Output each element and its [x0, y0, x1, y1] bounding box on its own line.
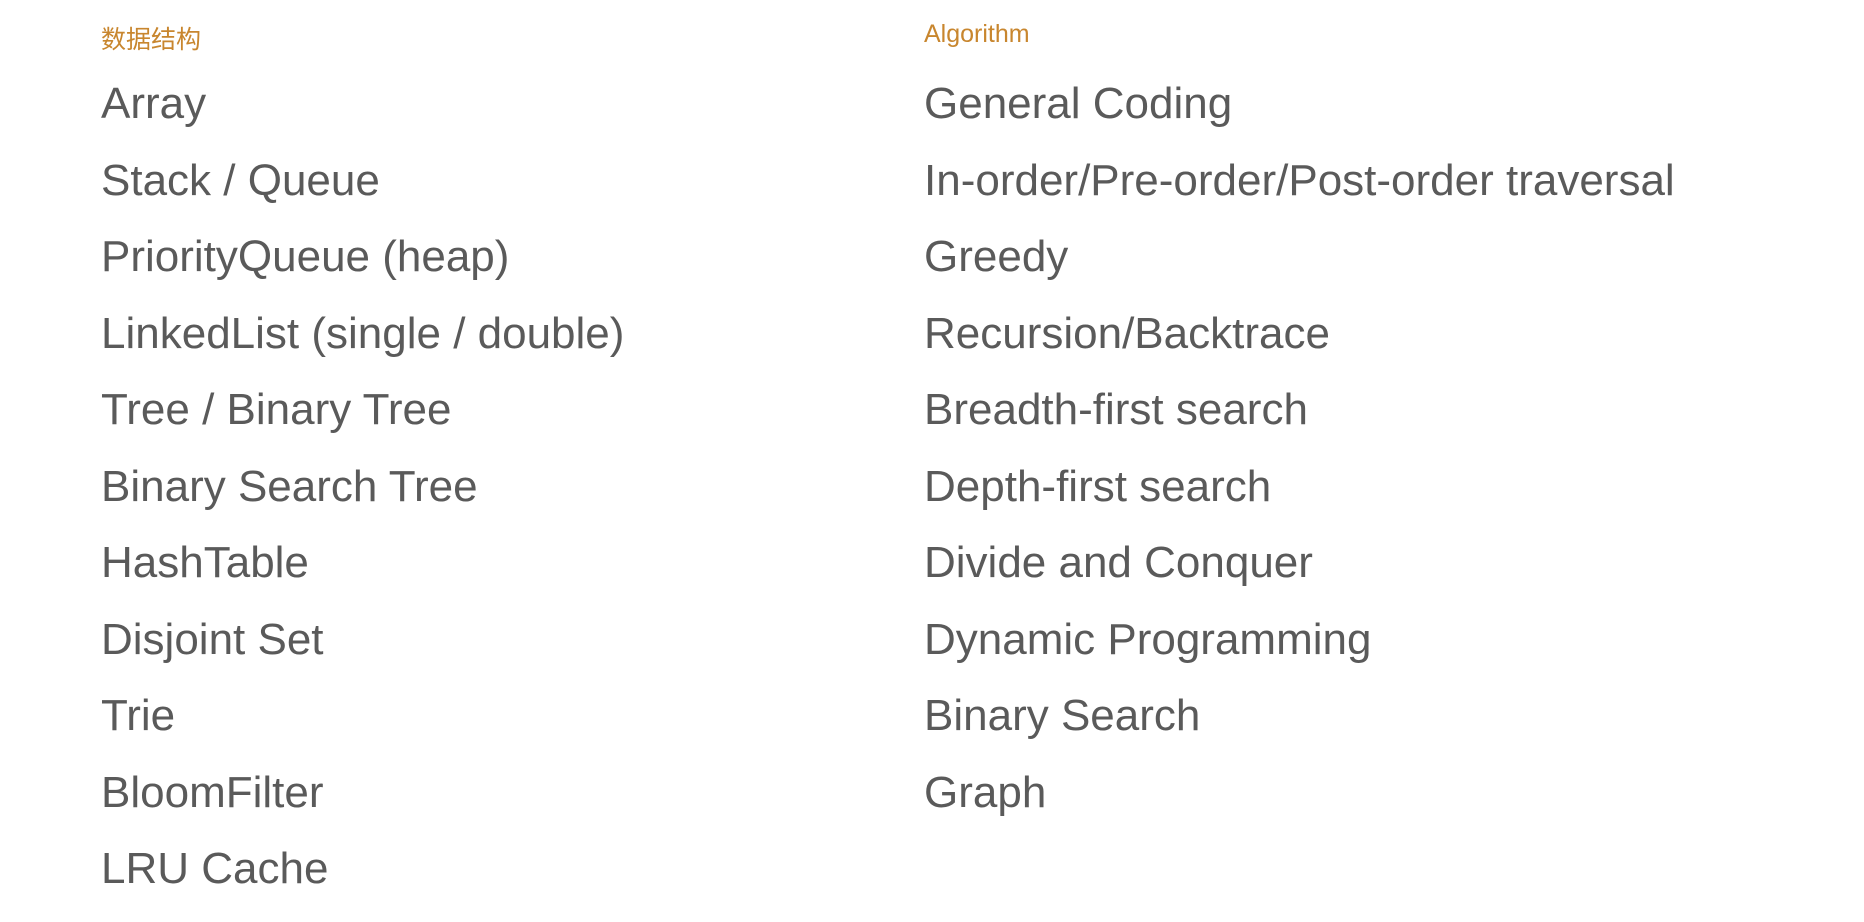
list-item: LRU Cache	[101, 844, 329, 893]
list-item: BloomFilter	[101, 767, 324, 817]
list-item: Binary Search	[924, 691, 1201, 740]
algorithms-heading: Algorithm	[924, 20, 1030, 48]
list-item: Depth-first search	[924, 461, 1272, 511]
list-item: Disjoint Set	[101, 614, 324, 664]
data-structures-list: Array Stack / Queue PriorityQueue (heap)…	[101, 78, 624, 920]
list-item: Graph	[924, 767, 1047, 817]
list-item: In-order/Pre-order/Post-order traversal	[924, 155, 1675, 205]
list-item: Stack / Queue	[101, 155, 380, 205]
list-item: Recursion/Backtrace	[924, 308, 1330, 358]
list-item: Trie	[101, 691, 176, 740]
list-item: General Coding	[924, 79, 1233, 128]
list-item: Array	[101, 79, 207, 128]
list-item: Divide and Conquer	[924, 538, 1313, 587]
list-item: HashTable	[101, 538, 309, 587]
list-item: Tree / Binary Tree	[101, 385, 452, 434]
list-item: LinkedList (single / double)	[101, 308, 625, 358]
list-item: Binary Search Tree	[101, 461, 478, 511]
list-item: PriorityQueue (heap)	[101, 232, 510, 281]
data-structures-heading: 数据结构	[101, 26, 202, 54]
list-item: Breadth-first search	[924, 385, 1308, 434]
algorithms-list: General Coding In-order/Pre-order/Post-o…	[924, 78, 1675, 843]
list-item: Dynamic Programming	[924, 614, 1372, 664]
list-item: Greedy	[924, 232, 1069, 281]
